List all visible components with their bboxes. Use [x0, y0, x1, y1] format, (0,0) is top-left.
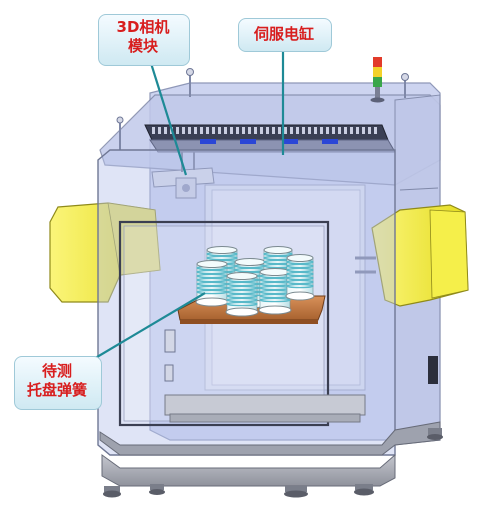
servo-cylinder: [144, 124, 396, 153]
callout-servo-bg: [238, 18, 332, 52]
callout-camera-bg: [98, 14, 190, 66]
leader-camera: [148, 59, 188, 176]
spring-icon: [195, 260, 229, 307]
spring-icon: [258, 268, 292, 315]
leader-tray: [91, 292, 206, 361]
signal-tower-icon: [370, 57, 385, 103]
camera-module-label: 3D相机 模块: [116, 18, 170, 55]
servo-cylinder-label: 伺服电缸: [253, 25, 314, 43]
leader-lines: [91, 48, 285, 361]
spring-icon: [225, 272, 259, 317]
spring-icon: [285, 254, 315, 301]
camera-module: [151, 152, 215, 199]
caster-icon: [103, 428, 443, 498]
tray-springs-label: 待测 托盘弹簧: [26, 362, 87, 399]
callout-tray-bg: [14, 356, 102, 410]
right-side-box: [355, 204, 469, 307]
machine-base: [99, 394, 441, 487]
spring-group: [195, 246, 315, 317]
